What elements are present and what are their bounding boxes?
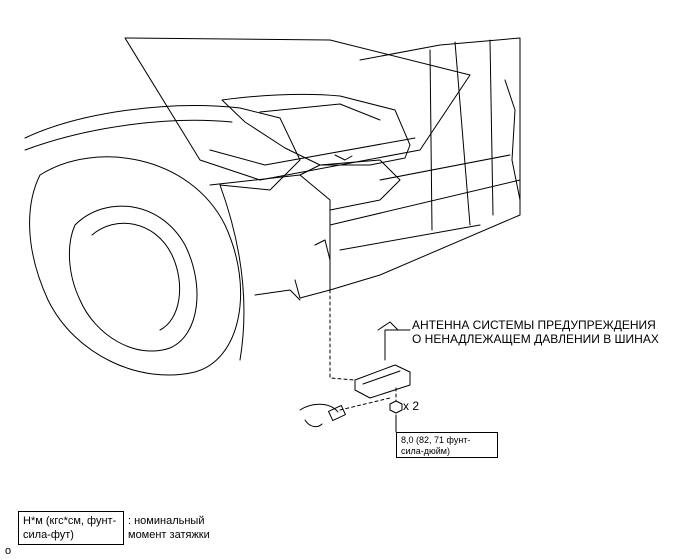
legend-description: : номинальный момент затяжки [128,514,210,542]
install-path-dashes [329,199,397,411]
legend-desc-line-2: момент затяжки [128,529,210,541]
headlamp [221,93,411,166]
connector [299,403,346,428]
callout-line-2: О НЕНАДЛЕЖАЩЕМ ДАВЛЕНИИ В ШИНАХ [412,332,659,346]
legend-desc-line-1: : номинальный [128,515,205,527]
leader-lines [384,329,411,433]
tire [29,156,242,376]
legend-box-line-1: Н*м (кгс*см, фунт- [23,515,117,527]
legend-units-box: Н*м (кгс*см, фунт- сила-фут) [18,511,124,545]
quantity-label: x 2 [403,399,420,413]
fender-outline [24,105,301,361]
hood [124,37,471,181]
legend-box-line-2: сила-фут) [23,529,74,541]
torque-line-2: сила-дюйм) [401,446,450,456]
tpms-antenna [354,321,411,399]
nut [389,400,403,414]
torque-line-1: 8,0 (82, 71 фунт- [401,435,471,445]
torque-spec-box: 8,0 (82, 71 фунт- сила-дюйм) [396,432,498,458]
callout-line-1: АНТЕННА СИСТЕМЫ ПРЕДУПРЕЖДЕНИЯ [412,318,656,332]
lower-frame [209,159,401,301]
radiator-support [329,37,521,291]
figure-code: o [5,545,12,557]
antenna-callout: АНТЕННА СИСТЕМЫ ПРЕДУПРЕЖДЕНИЯ О НЕНАДЛЕ… [412,318,659,346]
